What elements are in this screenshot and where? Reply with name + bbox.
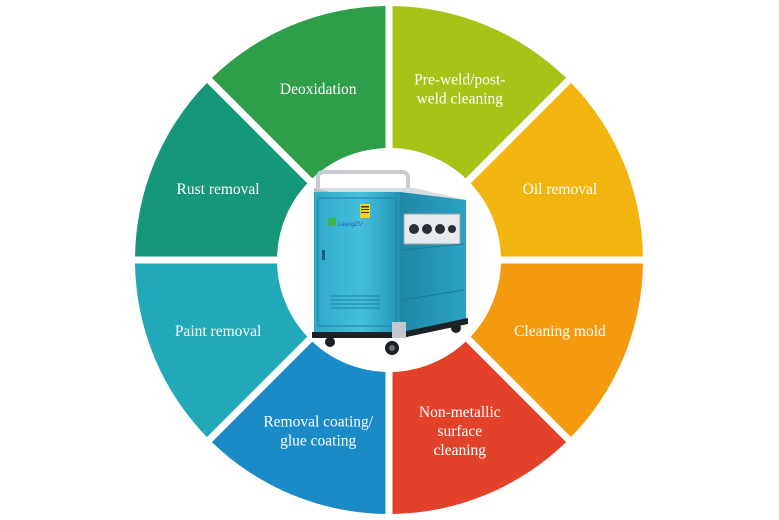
label-line: Cleaning mold [514, 323, 606, 340]
segment-rust-removal [135, 82, 308, 257]
label-line: Deoxidation [280, 81, 357, 98]
label-pre-weld: Pre-weld/post-weld cleaning [414, 72, 505, 108]
label-rust-removal: Rust removal [177, 181, 260, 198]
label-removal-coating: Removal coating/glue coating [263, 413, 373, 449]
label-line: Paint removal [175, 323, 262, 340]
laser-cleaning-machine-image: LeangZV [312, 170, 468, 355]
segment-deoxidation [211, 6, 386, 179]
label-line: Non-metallic [419, 404, 501, 421]
label-cleaning-mold: Cleaning mold [514, 323, 606, 340]
label-deoxidation: Deoxidation [280, 81, 357, 98]
label-line: surface [437, 423, 482, 440]
label-line: Removal coating/ [263, 413, 373, 430]
segment-non-metallic [392, 341, 567, 514]
label-line: cleaning [434, 442, 487, 459]
label-oil-removal: Oil removal [523, 181, 597, 198]
labels-layer: Deoxidation Pre-weld/post-weld cleaningOi… [175, 72, 606, 459]
label-line: weld cleaning [417, 91, 504, 108]
segment-removal-coating [211, 341, 386, 514]
label-line: Rust removal [177, 181, 260, 198]
label-line: Pre-weld/post- [414, 72, 505, 89]
segment-cleaning-mold [470, 263, 643, 438]
label-line: Oil removal [523, 181, 597, 198]
brand-logo: LeangZV [328, 218, 363, 228]
label-non-metallic: Non-metallic surface cleaning [419, 404, 501, 459]
segment-paint-removal [135, 263, 308, 438]
label-line: glue coating [280, 432, 356, 449]
label-paint-removal: Paint removal [175, 323, 262, 340]
segment-pre-weld [392, 6, 567, 179]
segments-layer [135, 6, 643, 514]
brand-name: LeangZV [338, 222, 363, 228]
segment-oil-removal [470, 82, 643, 257]
